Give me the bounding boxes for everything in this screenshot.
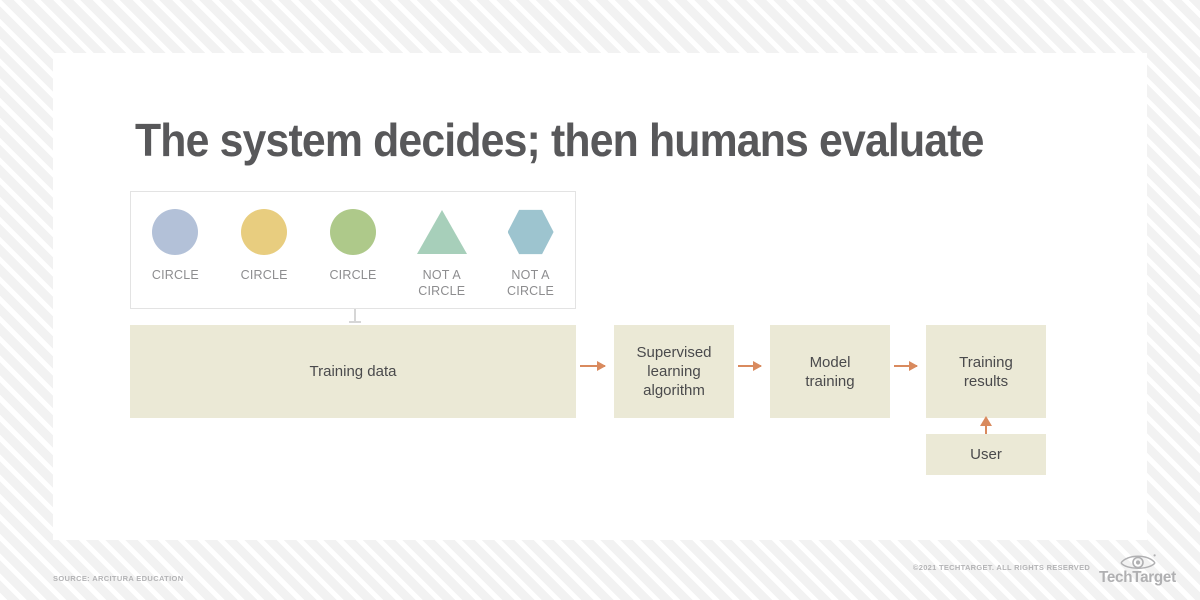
legend-item-1: CIRCLE — [133, 208, 217, 283]
arrow-model-training-to-results — [894, 361, 918, 371]
hexagon-icon — [507, 208, 554, 256]
content-card: The system decides; then humans evaluate… — [53, 53, 1147, 540]
legend-connector-cap — [349, 321, 361, 323]
circle-icon-yellow — [241, 208, 288, 256]
triangle-icon — [416, 208, 467, 256]
flow-box-training-data: Training data — [130, 325, 576, 418]
page-title: The system decides; then humans evaluate — [135, 113, 984, 166]
footer-source-text: SOURCE: ARCITURA EDUCATION — [53, 574, 184, 583]
techtarget-logo: TechTarget — [1097, 552, 1178, 586]
techtarget-wordmark: TechTarget — [1099, 569, 1176, 586]
footer-branding: ©2021 TECHTARGET. ALL RIGHTS RESERVED Te… — [912, 552, 1178, 586]
flow-box-user: User — [926, 434, 1046, 475]
eye-icon — [1119, 554, 1156, 569]
legend-label-3: CIRCLE — [329, 268, 377, 282]
arrow-algorithm-to-model-training — [738, 361, 762, 371]
legend-item-3: CIRCLE — [311, 208, 395, 283]
arrow-user-to-training-results — [980, 416, 992, 434]
footer-copyright-text: ©2021 TECHTARGET. ALL RIGHTS RESERVED — [912, 563, 1091, 572]
circle-icon-blue — [152, 208, 199, 256]
legend-label-2: CIRCLE — [240, 268, 288, 282]
circle-icon-green — [329, 208, 376, 256]
legend-connector-line — [354, 309, 356, 323]
legend-item-2: CIRCLE — [222, 208, 306, 283]
arrow-training-data-to-algorithm — [580, 361, 606, 371]
legend-label-1: CIRCLE — [151, 268, 199, 282]
